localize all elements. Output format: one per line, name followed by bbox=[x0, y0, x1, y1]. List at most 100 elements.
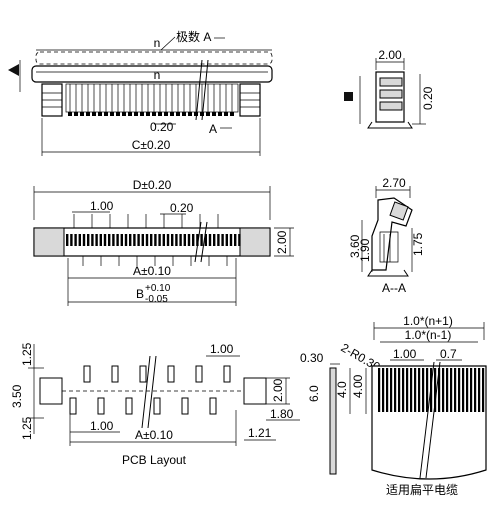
cable-dim-60: 6.0 bbox=[307, 385, 321, 402]
contact-pin-tip bbox=[230, 112, 234, 116]
front-contact bbox=[91, 234, 94, 246]
cable-conductors bbox=[378, 368, 485, 412]
front-contact bbox=[70, 234, 73, 246]
pcb-dim-a: A±0.10 bbox=[135, 428, 173, 442]
section-view: 2.70 3.60 1.90 1.75 A--A bbox=[348, 176, 425, 295]
front-contact bbox=[108, 234, 111, 246]
front-contact bbox=[137, 234, 140, 246]
cable-dim-100: 1.00 bbox=[393, 347, 417, 361]
front-contact bbox=[183, 234, 186, 246]
side-dim-width: 2.00 bbox=[378, 48, 402, 62]
cable-conductor bbox=[438, 368, 441, 412]
cable-conductor bbox=[422, 368, 425, 412]
front-contact bbox=[238, 234, 241, 246]
dim-c: C±0.20 bbox=[132, 138, 171, 152]
front-contact bbox=[141, 234, 144, 246]
pcb-dim-125-bottom: 1.25 bbox=[20, 416, 34, 440]
contact-pin-tip bbox=[152, 112, 156, 116]
contact-pin-tip bbox=[92, 112, 96, 116]
front-contact bbox=[112, 234, 115, 246]
front-contact bbox=[133, 234, 136, 246]
front-contact bbox=[234, 234, 237, 246]
dim-a-front: A±0.10 bbox=[133, 264, 171, 278]
front-contact bbox=[103, 234, 107, 246]
front-contact bbox=[120, 234, 123, 246]
contact-pin-tip bbox=[188, 112, 192, 116]
cable-conductor bbox=[450, 368, 453, 412]
contact-pin-tip bbox=[134, 112, 138, 116]
front-contact bbox=[192, 234, 195, 246]
side-dim-height: 0.20 bbox=[421, 86, 435, 110]
pcb-signal-pads bbox=[69, 365, 231, 415]
cable-conductor bbox=[474, 368, 477, 412]
pcb-pad bbox=[111, 365, 119, 383]
cable-body bbox=[371, 365, 487, 480]
connector-body-top bbox=[31, 65, 273, 83]
front-contact bbox=[208, 234, 212, 246]
cable-conductor bbox=[398, 368, 401, 412]
cable-conductor bbox=[466, 368, 469, 412]
section-feet bbox=[367, 269, 409, 277]
cable-conductor bbox=[410, 368, 413, 412]
front-contact bbox=[166, 234, 170, 246]
side-feet bbox=[367, 121, 413, 129]
contact-pin-tip bbox=[104, 112, 108, 116]
contact-pin-tip bbox=[200, 112, 204, 116]
pcb-pad bbox=[153, 397, 161, 415]
front-contact bbox=[200, 234, 203, 246]
contact-pin-tip bbox=[86, 112, 90, 116]
pcb-dim-180: 1.80 bbox=[270, 407, 294, 421]
front-contact bbox=[82, 234, 86, 246]
side-view: 2.00 0.20 bbox=[344, 48, 435, 129]
front-contact bbox=[78, 234, 81, 246]
cable-conductor bbox=[390, 368, 393, 412]
front-contact bbox=[99, 234, 102, 246]
contact-pins-top bbox=[68, 84, 234, 116]
cable-dim-total: 1.0*(n+1) bbox=[403, 314, 453, 328]
contact-pin-tip bbox=[116, 112, 120, 116]
cable-conductor bbox=[386, 368, 389, 412]
pcb-pad bbox=[181, 397, 189, 415]
cable-dim-inner: 1.0*(n-1) bbox=[405, 328, 452, 342]
contact-pin-tip bbox=[110, 112, 114, 116]
cable-conductor bbox=[418, 368, 421, 412]
front-contact bbox=[225, 234, 228, 246]
front-contact bbox=[229, 234, 233, 246]
cable-conductor bbox=[434, 368, 437, 412]
front-contact bbox=[162, 234, 165, 246]
front-contact bbox=[158, 234, 161, 246]
front-contact bbox=[213, 234, 216, 246]
cable-caption: 适用扁平电缆 bbox=[386, 483, 458, 497]
contact-pin-tip bbox=[74, 112, 78, 116]
cable-conductor bbox=[378, 368, 381, 412]
pcb-pad bbox=[69, 397, 77, 415]
contact-pin-tip bbox=[128, 112, 132, 116]
pcb-pad bbox=[223, 365, 231, 383]
poles-label: 极数 A bbox=[176, 29, 211, 44]
pcb-anchor-pad-right bbox=[243, 377, 267, 405]
front-contact bbox=[66, 234, 69, 246]
pcb-pad bbox=[83, 365, 91, 383]
contact-pin-tip bbox=[146, 112, 150, 116]
side-marker bbox=[344, 92, 353, 101]
contact-pin-tip bbox=[122, 112, 126, 116]
contact-pin-tip bbox=[176, 112, 180, 116]
front-contact bbox=[145, 234, 149, 246]
dim-b-minus: -0.05 bbox=[145, 294, 168, 305]
cable-conductor bbox=[406, 368, 409, 412]
front-contact bbox=[171, 234, 174, 246]
cable-conductor bbox=[482, 368, 485, 412]
top-view: n 极数 A n 0.20 A C±0 bbox=[8, 29, 273, 156]
cable-conductor bbox=[394, 368, 397, 412]
pcb-caption: PCB Layout bbox=[122, 453, 187, 467]
front-contact bbox=[204, 234, 207, 246]
pcb-pad bbox=[167, 365, 175, 383]
pcb-dim-350: 3.50 bbox=[10, 384, 24, 408]
dim-pitch-020: 0.20 bbox=[170, 201, 194, 215]
dim-b-plus: +0.10 bbox=[145, 283, 171, 294]
cable-conductor bbox=[462, 368, 465, 412]
cover-outline bbox=[35, 51, 273, 65]
contact-pin-tip bbox=[218, 112, 222, 116]
cable-dim-400: 4.00 bbox=[351, 374, 365, 398]
front-contact bbox=[124, 234, 128, 246]
